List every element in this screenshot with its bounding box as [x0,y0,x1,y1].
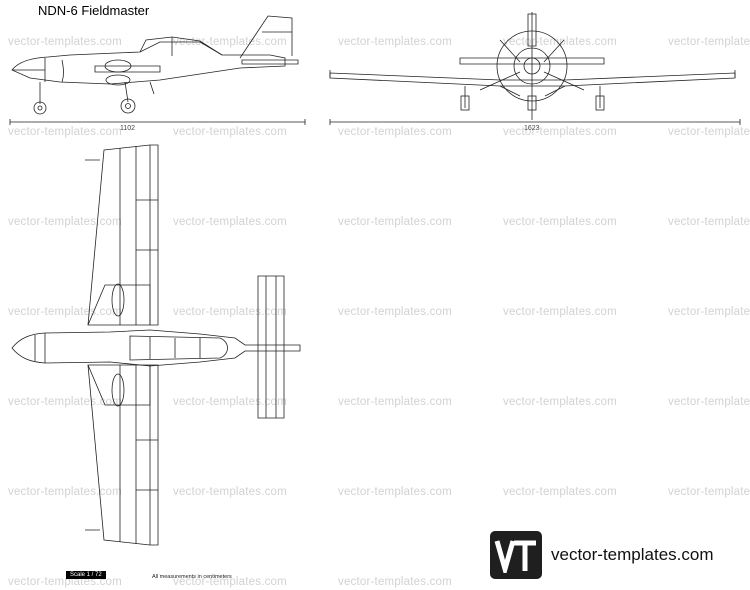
watermark-text: vector-templates.com [338,126,452,138]
side-length-dimension: 1102 [120,125,136,132]
top-view [11,144,301,546]
scale-label: Scale 1 / 72 [66,571,106,579]
front-view [329,12,741,125]
watermark-text: vector-templates.com [668,126,750,138]
watermark-text: vector-templates.com [338,486,452,498]
watermark-text: vector-templates.com [8,306,122,318]
watermark-text: vector-templates.com [503,486,617,498]
watermark-text: vector-templates.com [8,126,122,138]
watermark-text: vector-templates.com [503,126,617,138]
brand-block: vector-templates.com [490,531,714,579]
watermark-text: vector-templates.com [503,306,617,318]
watermark-text: vector-templates.com [338,216,452,228]
watermark-text: vector-templates.com [338,576,452,588]
watermark-text: vector-templates.com [503,36,617,48]
watermark-text: vector-templates.com [338,36,452,48]
drawing-title: NDN-6 Fieldmaster [38,3,150,18]
vt-logo-icon [490,531,542,579]
watermark-text: vector-templates.com [173,486,287,498]
watermark-text: vector-templates.com [8,36,122,48]
watermark-text: vector-templates.com [668,486,750,498]
watermark-text: vector-templates.com [8,486,122,498]
watermark-text: vector-templates.com [173,126,287,138]
watermark-text: vector-templates.com [338,396,452,408]
watermark-text: vector-templates.com [668,396,750,408]
watermark-text: vector-templates.com [8,216,122,228]
watermark-text: vector-templates.com [173,36,287,48]
watermark-text: vector-templates.com [8,396,122,408]
front-span-dimension: 1623 [524,125,540,132]
watermark-text: vector-templates.com [668,306,750,318]
watermark-text: vector-templates.com [503,216,617,228]
brand-site-text: vector-templates.com [551,545,714,564]
measurement-note: All measurements in centimeters [152,574,232,580]
watermark-text: vector-templates.com [173,216,287,228]
watermark-text: vector-templates.com [338,306,452,318]
watermark-text: vector-templates.com [173,576,287,588]
watermark-text: vector-templates.com [668,216,750,228]
watermark-text: vector-templates.com [503,396,617,408]
side-view [9,15,306,125]
watermark-text: vector-templates.com [668,36,750,48]
watermark-text: vector-templates.com [8,576,122,588]
